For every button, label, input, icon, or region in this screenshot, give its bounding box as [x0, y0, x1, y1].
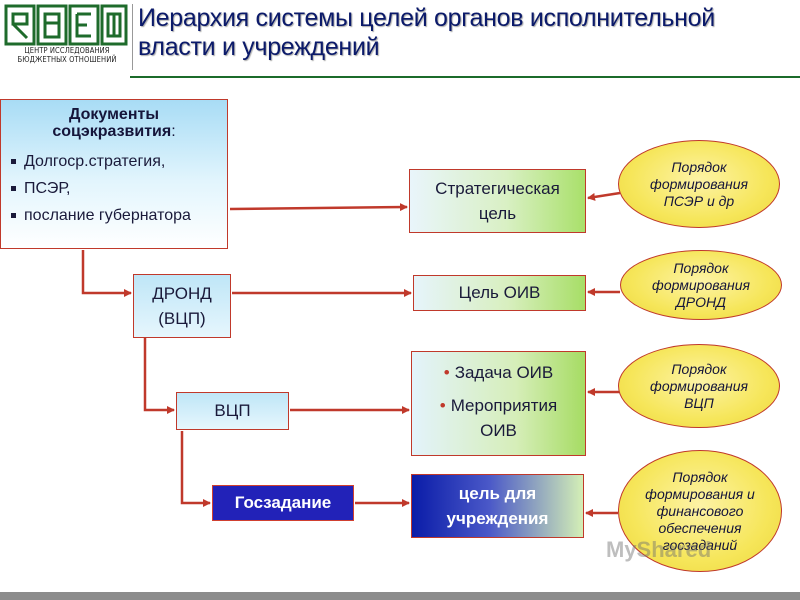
oval-text-line: госзаданий	[662, 536, 738, 553]
docs-heading-line2: соцэкразвития:	[11, 123, 217, 140]
docs-heading-colon: :	[171, 123, 176, 140]
task-oiv-item: •Мероприятия	[412, 393, 585, 418]
logo-caption: ЦЕНТР ИССЛЕДОВАНИЯ БЮДЖЕТНЫХ ОТНОШЕНИЙ	[6, 46, 128, 64]
oval-text-line: ПСЭР и др	[663, 192, 735, 209]
docs-item-text: ПСЭР,	[24, 180, 71, 197]
institution-goal-line2: учреждения	[446, 509, 549, 528]
goal-oiv-box: Цель ОИВ	[413, 275, 586, 311]
docs-list: Долгоср.стратегия, ПСЭР, послание губерн…	[11, 148, 217, 229]
header-rule	[130, 76, 800, 78]
oval-text-line: формирования и	[645, 485, 755, 502]
goal-oiv-label: Цель ОИВ	[458, 283, 541, 302]
docs-list-item: ПСЭР,	[11, 175, 217, 202]
logo-caption-line1: ЦЕНТР ИССЛЕДОВАНИЯ	[24, 46, 110, 55]
logo-caption-line2: БЮДЖЕТНЫХ ОТНОШЕНИЙ	[17, 55, 117, 64]
oval-text-line: ДРОНД	[675, 293, 727, 310]
procedure-oval-psep: Порядок формирования ПСЭР и др	[618, 140, 780, 228]
strategic-goal-line1: Стратегическая	[435, 179, 560, 198]
oval-text-line: формирования	[652, 276, 750, 293]
arrow-docs-to-strategic-goal	[229, 203, 408, 212]
drond-line1: ДРОНД	[152, 284, 212, 303]
task-oiv-box: •Задача ОИВ •Мероприятия ОИВ	[411, 351, 586, 456]
oval-text-line: обеспечения	[658, 519, 742, 536]
arrow-docs-to-drond	[81, 250, 132, 297]
oval-text-line: Порядок	[672, 468, 728, 485]
task-oiv-line3: ОИВ	[480, 421, 517, 440]
task-oiv-line1: Задача ОИВ	[454, 363, 554, 382]
docs-list-item: Долгоср.стратегия,	[11, 148, 217, 175]
task-oiv-item: •Задача ОИВ	[412, 360, 585, 385]
oval-text-line: Порядок	[671, 158, 727, 175]
drond-line2: (ВЦП)	[158, 309, 206, 328]
docs-heading-line1: Документы	[69, 106, 159, 123]
square-bullet-icon	[11, 213, 16, 219]
docs-heading: Документы соцэкразвития:	[11, 106, 217, 140]
procedure-oval-vcp: Порядок формирования ВЦП	[618, 344, 780, 428]
header-divider	[132, 4, 133, 70]
oval-text-line: ВЦП	[684, 394, 714, 411]
procedure-oval-drond: Порядок формирования ДРОНД	[620, 250, 782, 320]
page-title-line1: Иерархия системы целей органов исполните…	[138, 4, 715, 32]
docs-box: Документы соцэкразвития: Долгоср.стратег…	[0, 99, 228, 249]
arrow-vcp-to-gos	[180, 431, 211, 507]
square-bullet-icon	[11, 159, 16, 165]
oval-text-line: формирования	[650, 175, 748, 192]
page-title: Иерархия системы целей органов исполните…	[138, 4, 778, 62]
oval-text-line: формирования	[650, 377, 748, 394]
oval-text-line: Порядок	[671, 360, 727, 377]
drond-box: ДРОНД (ВЦП)	[133, 274, 231, 338]
state-assignment-label: Госзадание	[234, 493, 332, 512]
docs-list-item: послание губернатора	[11, 202, 217, 229]
docs-item-text: Долгоср.стратегия,	[24, 153, 166, 170]
square-bullet-icon	[11, 186, 16, 192]
arrow-oval1-to-strategic-goal	[587, 191, 621, 201]
strategic-goal-line2: цель	[478, 204, 517, 223]
vcp-label: ВЦП	[214, 401, 251, 420]
arrow-drond-to-vcp	[143, 338, 175, 414]
page-title-line2: власти и учреждений	[138, 33, 380, 61]
procedure-oval-state-assignment: Порядок формирования и финансового обесп…	[618, 450, 782, 572]
footer-bar	[0, 592, 800, 600]
docs-item-text: послание губернатора	[24, 207, 191, 224]
oval-text-line: финансового	[656, 502, 744, 519]
state-assignment-box: Госзадание	[212, 485, 354, 521]
task-oiv-line2: Мероприятия	[450, 396, 558, 415]
bullet-icon: •	[443, 363, 450, 382]
vcp-box: ВЦП	[176, 392, 289, 430]
institution-goal-box: цель для учреждения	[411, 474, 584, 538]
watermark: MyShared	[606, 537, 712, 562]
docs-heading-word: соцэкразвития	[52, 123, 172, 140]
rbo-logo	[4, 4, 128, 46]
bullet-icon: •	[439, 396, 446, 415]
institution-goal-line1: цель для	[458, 484, 537, 503]
strategic-goal-box: Стратегическая цель	[409, 169, 586, 233]
oval-text-line: Порядок	[673, 259, 729, 276]
